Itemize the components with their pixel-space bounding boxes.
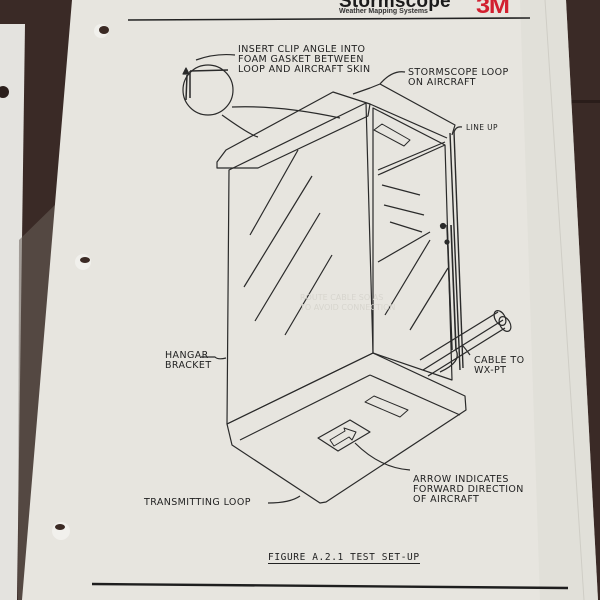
figure-caption: FIGURE A.2.1 TEST SET-UP bbox=[268, 552, 420, 564]
callout-line-up: LINE UP bbox=[466, 123, 498, 132]
brand-subtitle: Weather Mapping Systems bbox=[339, 8, 428, 15]
callout-stormscope-loop: STORMSCOPE LOOP ON AIRCRAFT bbox=[408, 67, 509, 88]
callout-transmitting-loop: TRANSMITTING LOOP bbox=[144, 497, 251, 508]
brand-name: Stormscope bbox=[339, 0, 451, 12]
3m-logo: 3M bbox=[476, 0, 510, 18]
svg-text:ROUTE CABLE SO AS: ROUTE CABLE SO AS bbox=[300, 293, 383, 302]
callout-arrow-direction: ARROW INDICATES FORWARD DIRECTION OF AIR… bbox=[413, 474, 524, 505]
svg-text:TO AVOID CONNECTION: TO AVOID CONNECTION bbox=[299, 303, 395, 312]
callout-hangar-bracket: HANGAR BRACKET bbox=[165, 350, 212, 371]
punch-holes bbox=[52, 24, 109, 540]
callout-cable: CABLE TO WX-PT bbox=[474, 355, 525, 376]
callout-clip-angle: INSERT CLIP ANGLE INTO FOAM GASKET BETWE… bbox=[238, 44, 371, 75]
